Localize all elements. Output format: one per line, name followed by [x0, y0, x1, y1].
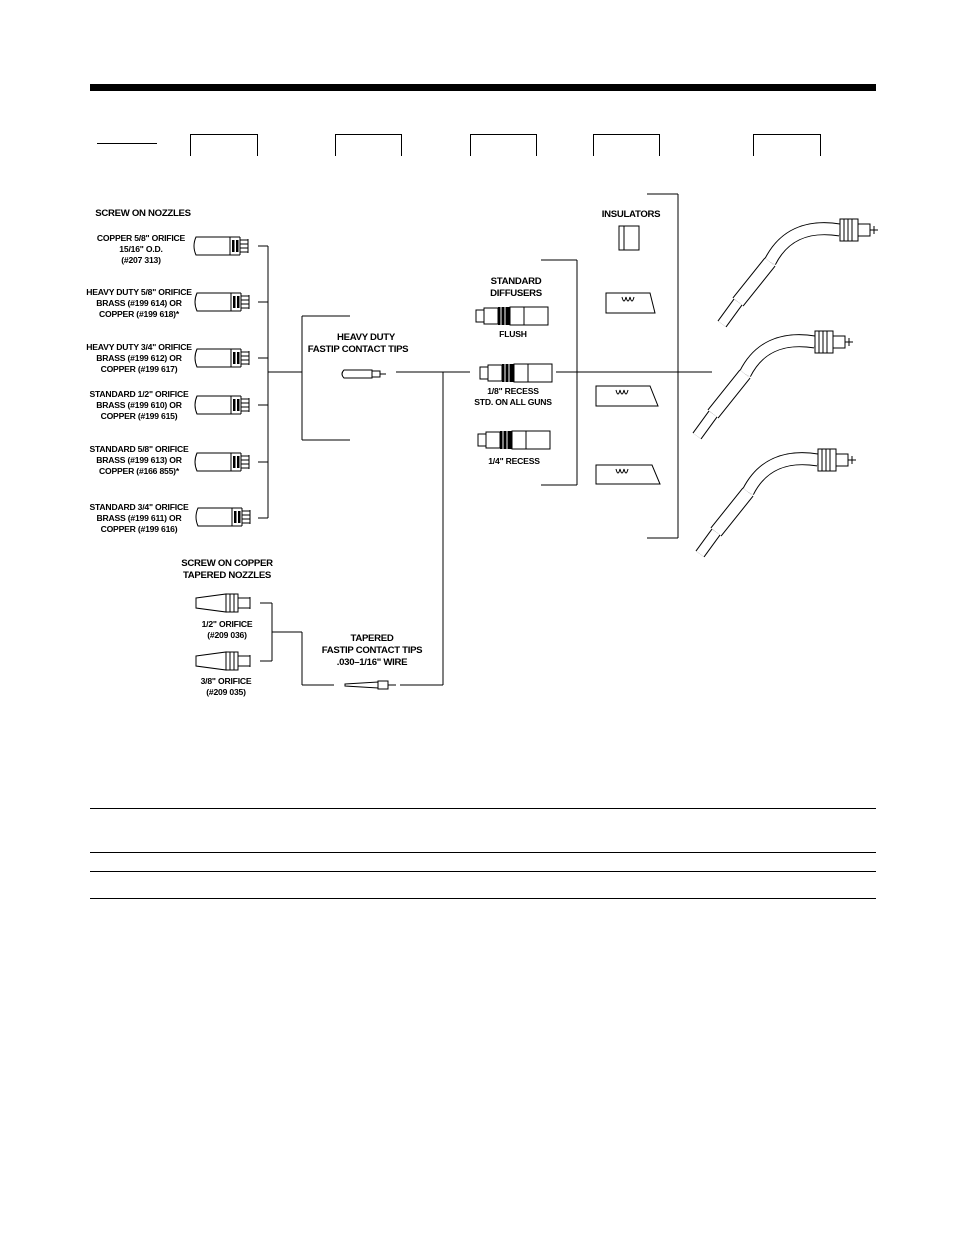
hd-contact-tip	[341, 369, 386, 379]
nozzle-label: COPPER 5/8" ORIFICE	[97, 233, 186, 243]
tapered-nozzle-bracket	[260, 602, 334, 686]
nozzle-item-6: STANDARD 3/4" ORIFICE BRASS (#199 611) O…	[89, 502, 251, 534]
tapered-nozzle-label: 1/2" ORIFICE	[202, 619, 253, 629]
table-rule-2	[90, 852, 876, 853]
nozzle-label: HEAVY DUTY 3/4" ORIFICE	[86, 342, 192, 352]
nozzle-item-4: STANDARD 1/2" ORIFICE BRASS (#199 610) O…	[89, 389, 250, 421]
tip-connector	[396, 371, 470, 686]
hd-tips-title-1: HEAVY DUTY	[337, 332, 396, 343]
diffuser-eighth-recess-image	[479, 363, 553, 383]
nozzle-image	[193, 236, 249, 256]
tapered-nozzles-title-1: SCREW ON COPPER	[181, 558, 273, 569]
header-box-2	[335, 134, 402, 156]
table-rule-1	[90, 808, 876, 809]
tapered-nozzle-label: 3/8" ORIFICE	[201, 676, 252, 686]
nozzle-label: HEAVY DUTY 5/8" ORIFICE	[86, 287, 192, 297]
insulator-4	[595, 464, 661, 485]
top-rule	[90, 84, 876, 91]
hd-tips-title-2: FASTIP CONTACT TIPS	[308, 344, 409, 355]
nozzle-label: COPPER (#199 616)	[101, 524, 178, 534]
welding-gun-1	[722, 219, 878, 324]
header-box-5	[753, 134, 821, 156]
welding-gun-2	[697, 331, 853, 436]
nozzle-image	[194, 452, 250, 472]
insulator-3	[595, 385, 659, 407]
nozzle-item-2: HEAVY DUTY 5/8" ORIFICE BRASS (#199 614)…	[86, 287, 250, 319]
nozzle-bracket	[258, 245, 302, 519]
nozzles-title: SCREW ON NOZZLES	[95, 208, 191, 219]
diffuser-bracket	[541, 259, 678, 486]
hd-tip-bracket	[301, 315, 350, 441]
table-rule-3	[90, 871, 876, 872]
welding-gun-3	[700, 449, 856, 554]
diffuser-label: STD. ON ALL GUNS	[474, 397, 552, 407]
tapered-tips-title-3: .030–1/16" WIRE	[337, 657, 408, 668]
tapered-tips-title-1: TAPERED	[350, 633, 393, 644]
nozzle-item-5: STANDARD 5/8" ORIFICE BRASS (#199 613) O…	[89, 444, 250, 476]
nozzle-label: BRASS (#199 611) OR	[96, 513, 182, 523]
tapered-nozzles-title-2: TAPERED NOZZLES	[183, 570, 272, 581]
nozzle-label: COPPER (#199 617)	[101, 364, 178, 374]
nozzle-label: STANDARD 3/4" ORIFICE	[89, 502, 188, 512]
tapered-contact-tip	[344, 680, 396, 690]
nozzle-label: BRASS (#199 610) OR	[96, 400, 183, 410]
nozzle-item-3: HEAVY DUTY 3/4" ORIFICE BRASS (#199 612)…	[86, 342, 250, 374]
diffuser-flush-image	[475, 306, 549, 326]
diffuser-label: FLUSH	[499, 329, 527, 339]
nozzle-image	[194, 292, 250, 312]
diffusers-title-2: DIFFUSERS	[490, 288, 543, 299]
diffuser-label: 1/4" RECESS	[488, 456, 540, 466]
nozzle-item-1: COPPER 5/8" ORIFICE 15/16" O.D. (#207 31…	[97, 233, 249, 265]
header-box-3	[470, 134, 537, 156]
insulator-1	[618, 225, 640, 251]
nozzle-image	[194, 348, 250, 368]
nozzle-image	[195, 507, 251, 527]
insulator-bracket	[647, 193, 712, 539]
nozzle-label: STANDARD 5/8" ORIFICE	[89, 444, 188, 454]
insulators-title: INSULATORS	[602, 209, 661, 220]
nozzle-label: 15/16" O.D.	[119, 244, 162, 254]
nozzle-label: COPPER (#166 855)*	[99, 466, 180, 476]
header-box-1	[190, 134, 258, 156]
nozzle-label: BRASS (#199 614) OR	[96, 298, 183, 308]
table-rule-4	[90, 898, 876, 899]
tapered-tips-title-2: FASTIP CONTACT TIPS	[322, 645, 423, 656]
tapered-nozzle-label: (#209 035)	[206, 687, 246, 697]
insulator-2	[605, 292, 656, 314]
nozzle-label: BRASS (#199 612) OR	[96, 353, 183, 363]
nozzle-label: STANDARD 1/2" ORIFICE	[89, 389, 188, 399]
diffusers-title-1: STANDARD	[491, 276, 542, 287]
tapered-nozzle-image-1	[195, 593, 251, 613]
nozzle-label: BRASS (#199 613) OR	[96, 455, 183, 465]
header-underline	[97, 143, 157, 144]
diffuser-quarter-recess-image	[477, 430, 551, 450]
nozzle-label: COPPER (#199 618)*	[99, 309, 180, 319]
nozzle-label: COPPER (#199 615)	[101, 411, 178, 421]
diffuser-label: 1/8" RECESS	[487, 386, 539, 396]
nozzle-label: (#207 313)	[121, 255, 161, 265]
tapered-nozzle-image-2	[195, 651, 251, 671]
header-box-4	[593, 134, 660, 156]
nozzle-image	[194, 395, 250, 415]
tapered-nozzle-label: (#209 036)	[207, 630, 247, 640]
